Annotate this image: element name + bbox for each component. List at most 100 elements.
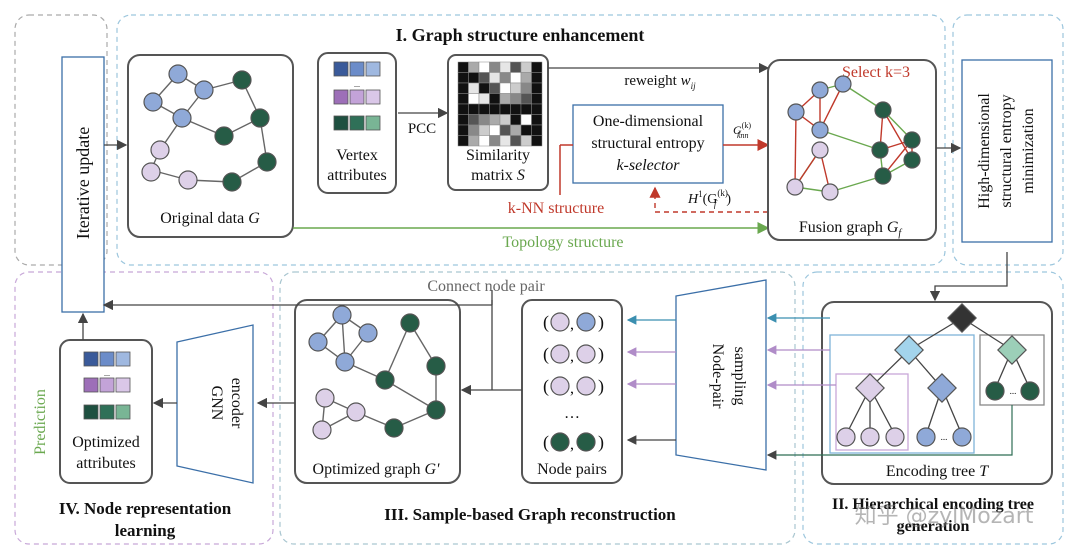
highdim-line1: High-dimensional bbox=[976, 93, 993, 209]
matrix-cell bbox=[457, 72, 469, 84]
matrix-cell bbox=[499, 72, 511, 84]
optimized-graph-nodes bbox=[308, 305, 446, 440]
matrix-cell bbox=[510, 135, 522, 147]
matrix-cell bbox=[489, 61, 501, 73]
tree-dots-2: ... bbox=[1010, 386, 1017, 396]
matrix-cell bbox=[510, 82, 522, 94]
iterative-update-box bbox=[61, 56, 105, 313]
tree-dots-1: ... bbox=[941, 432, 948, 442]
matrix-cell bbox=[499, 135, 511, 147]
matrix-cell bbox=[457, 82, 469, 94]
matrix-cell bbox=[478, 61, 490, 73]
matrix-cell bbox=[520, 103, 532, 115]
pair-open-paren: ( bbox=[543, 312, 549, 333]
gnn-encoder-trapezoid bbox=[176, 324, 254, 484]
matrix-cell bbox=[478, 103, 490, 115]
select-k-label: Select k=3 bbox=[842, 64, 910, 81]
vertex-attr-rows bbox=[333, 61, 381, 131]
section-3-title: III. Sample-based Graph reconstruction bbox=[384, 505, 676, 524]
matrix-cell bbox=[499, 124, 511, 136]
matrix-cell bbox=[468, 114, 480, 126]
pair-close-paren: ) bbox=[598, 376, 604, 397]
highdim-line2: structural entropy bbox=[998, 94, 1015, 207]
fusion-graph-label: Fusion graph Gf bbox=[799, 219, 903, 239]
matrix-cell bbox=[468, 61, 480, 73]
vertex-attr-dots: ... bbox=[354, 80, 360, 89]
optimized-graph-label: Optimized graph G' bbox=[313, 461, 441, 478]
matrix-cell bbox=[489, 124, 501, 136]
node-pair-sampling-line2: sampling bbox=[731, 347, 748, 406]
matrix-cell bbox=[478, 124, 490, 136]
similarity-matrix-grid bbox=[457, 61, 543, 147]
matrix-cell bbox=[499, 103, 511, 115]
topology-structure-label: Topology structure bbox=[502, 234, 623, 251]
similarity-label-1: Similarity bbox=[466, 147, 530, 164]
pair-comma: , bbox=[570, 348, 574, 365]
watermark: 知乎 @zylMozart bbox=[855, 504, 1034, 529]
pair-open-paren: ( bbox=[543, 344, 549, 365]
matrix-cell bbox=[510, 103, 522, 115]
pair-node-a bbox=[550, 376, 570, 396]
matrix-cell bbox=[531, 93, 543, 105]
matrix-cell bbox=[499, 93, 511, 105]
frame-iterative bbox=[14, 14, 108, 266]
matrix-cell bbox=[520, 135, 532, 147]
matrix-cell bbox=[478, 82, 490, 94]
matrix-cell bbox=[531, 135, 543, 147]
section-2-title-line1: II. Hierarchical encoding tree bbox=[832, 496, 1034, 513]
pair-comma: , bbox=[570, 436, 574, 453]
matrix-cell bbox=[478, 135, 490, 147]
pair-close-paren: ) bbox=[598, 432, 604, 453]
matrix-cell bbox=[468, 82, 480, 94]
original-data-label: Original data G bbox=[160, 210, 260, 227]
one-dim-se-line2: structural entropy bbox=[591, 135, 704, 152]
h1-feedback-dashed bbox=[649, 186, 768, 213]
matrix-cell bbox=[520, 82, 532, 94]
gknn-label: G(k)knn bbox=[733, 121, 751, 140]
tree-nodes bbox=[836, 303, 1040, 447]
matrix-cell bbox=[499, 82, 511, 94]
iterative-update-label: Iterative update bbox=[73, 127, 93, 239]
matrix-cell bbox=[468, 103, 480, 115]
matrix-cell bbox=[520, 61, 532, 73]
matrix-cell bbox=[457, 103, 469, 115]
frame-section-2 bbox=[802, 271, 1064, 545]
matrix-cell bbox=[531, 103, 543, 115]
knn-structure-label: k-NN structure bbox=[508, 200, 604, 217]
similarity-label-2: matrix S bbox=[471, 167, 525, 184]
matrix-cell bbox=[478, 93, 490, 105]
vertex-label-1: Vertex bbox=[336, 147, 378, 164]
matrix-cell bbox=[499, 114, 511, 126]
matrix-cell bbox=[478, 72, 490, 84]
gnn-encoder-line1: GNN bbox=[208, 386, 225, 421]
matrix-cell bbox=[510, 72, 522, 84]
optimized-attr-line2: attributes bbox=[76, 455, 136, 472]
highdim-line3: minimization bbox=[1020, 108, 1037, 193]
matrix-cell bbox=[510, 114, 522, 126]
matrix-cell bbox=[468, 135, 480, 147]
matrix-cell bbox=[510, 93, 522, 105]
matrix-cell bbox=[531, 61, 543, 73]
matrix-cell bbox=[489, 114, 501, 126]
matrix-cell bbox=[510, 124, 522, 136]
matrix-cell bbox=[510, 61, 522, 73]
pair-node-a bbox=[550, 312, 570, 332]
matrix-cell bbox=[468, 124, 480, 136]
sampler-to-pairs-arrows bbox=[626, 315, 676, 445]
pair-node-b bbox=[576, 376, 596, 396]
highdim-text: High-dimensional structural entropy mini… bbox=[976, 93, 1037, 209]
matrix-cell bbox=[468, 93, 480, 105]
node-pairs-box bbox=[521, 299, 623, 484]
matrix-cell bbox=[520, 72, 532, 84]
pair-comma: , bbox=[570, 380, 574, 397]
matrix-cell bbox=[489, 103, 501, 115]
encoding-tree-label: Encoding tree T bbox=[886, 463, 989, 480]
pair-node-b bbox=[576, 312, 596, 332]
section-4-title-line1: IV. Node representation bbox=[59, 499, 232, 518]
pair-node-a bbox=[550, 344, 570, 364]
frame-section-4 bbox=[14, 271, 274, 545]
frame-section-3 bbox=[279, 271, 796, 545]
pair-close-paren: ) bbox=[598, 344, 604, 365]
pair-node-b bbox=[576, 432, 596, 452]
